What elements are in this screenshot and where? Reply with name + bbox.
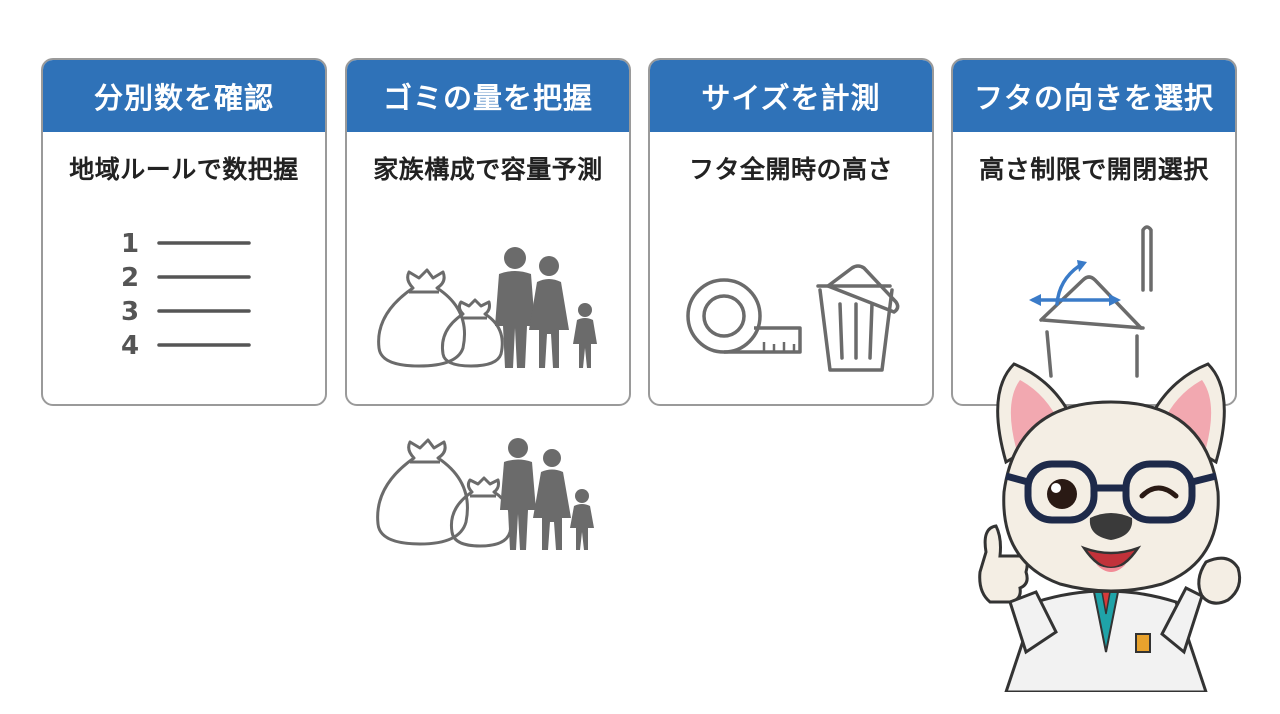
- eye-wink: [1139, 485, 1179, 499]
- card-sort-count: 分別数を確認 地域ルールで数把握 1 2 3 4: [41, 58, 327, 406]
- measure-illustration: [686, 264, 900, 372]
- tape-measure-icon: [686, 278, 802, 354]
- garbage-bags-icon: [376, 438, 513, 548]
- trash-can-icon: [816, 264, 900, 372]
- card-size-measure: サイズを計測 フタ全開時の高さ: [648, 58, 934, 406]
- card-title: 分別数を確認: [43, 60, 325, 132]
- thumbs-up-hand: [978, 524, 1029, 604]
- list-number: 3: [121, 297, 139, 327]
- badge-icon: [1135, 633, 1151, 653]
- fist-hand: [1197, 556, 1242, 605]
- eye-left: [1047, 479, 1077, 509]
- card-title: ゴミの量を把握: [347, 60, 629, 132]
- garbage-family-illustration-large: [376, 438, 594, 550]
- numbered-list-icon: 1 2 3 4: [121, 229, 251, 361]
- family-icon: [500, 438, 594, 550]
- card-garbage-amount: ゴミの量を把握 家族構成で容量予測: [345, 58, 631, 406]
- card-title: フタの向きを選択: [953, 60, 1235, 132]
- glasses-icon: [1005, 460, 1217, 524]
- lid-direction-icon: [1029, 225, 1153, 378]
- card-subtitle: 地域ルールで数把握: [69, 155, 299, 184]
- card-lid-direction: フタの向きを選択 高さ制限で開閉選択: [951, 58, 1237, 406]
- dog-mascot: [978, 362, 1242, 692]
- list-number: 4: [121, 331, 139, 361]
- garbage-family-illustration: [377, 247, 597, 368]
- garbage-bags-icon: [377, 268, 504, 368]
- list-number: 1: [121, 229, 139, 259]
- card-title: サイズを計測: [650, 60, 932, 132]
- list-number: 2: [121, 263, 139, 293]
- card-subtitle: フタ全開時の高さ: [688, 155, 893, 184]
- card-subtitle: 高さ制限で開閉選択: [979, 155, 1209, 184]
- card-subtitle: 家族構成で容量予測: [373, 155, 603, 184]
- family-icon: [495, 247, 597, 368]
